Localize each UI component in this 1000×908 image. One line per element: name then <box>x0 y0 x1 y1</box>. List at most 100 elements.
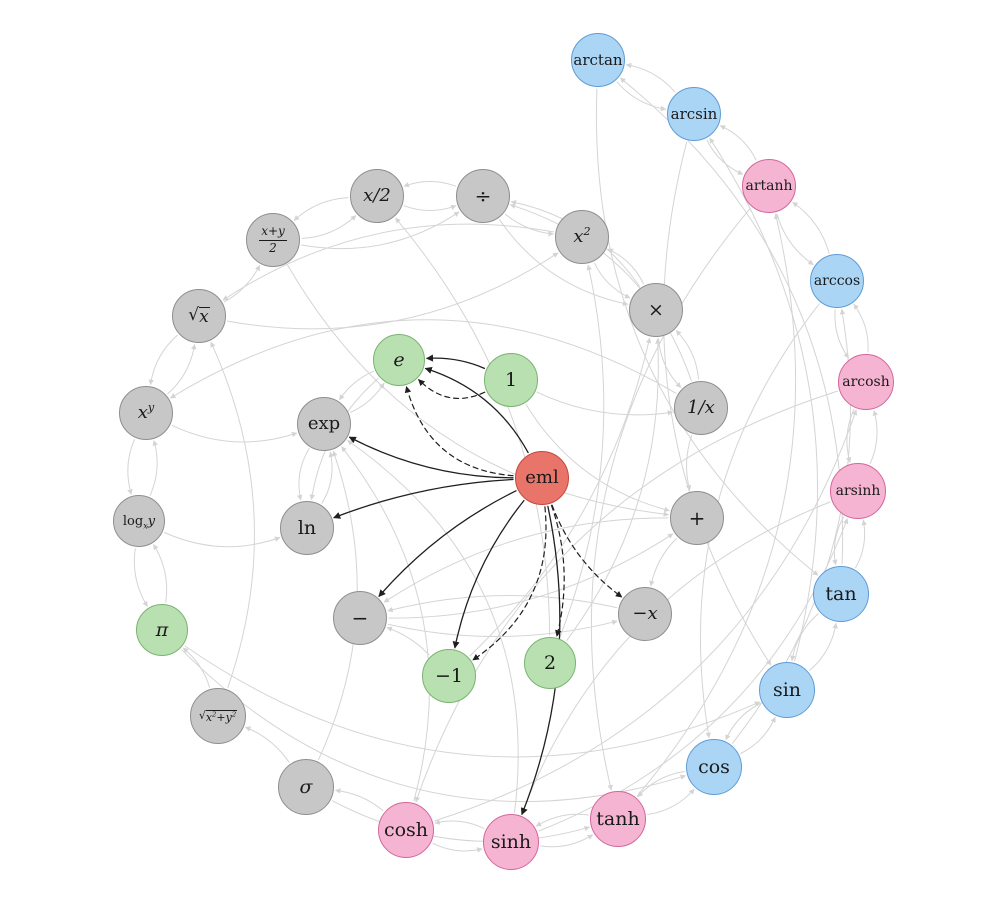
node-label-times: × <box>648 298 664 321</box>
edge-exp-ln <box>297 448 310 501</box>
node-one[interactable]: 1 <box>484 353 538 407</box>
node-tanh[interactable]: tanh <box>590 791 646 847</box>
edge-xy-sqrtx <box>167 343 197 395</box>
edge-negx-minus <box>387 595 618 613</box>
edge-pi-sin <box>184 645 761 758</box>
node-xy[interactable]: xy <box>119 386 173 440</box>
edge-tan-sin <box>790 613 819 662</box>
node-sin[interactable]: sin <box>759 662 815 718</box>
edge-neg1-minus <box>386 626 430 656</box>
node-cosh[interactable]: cosh <box>378 802 434 858</box>
node-inv[interactable]: 1/x <box>674 381 728 435</box>
node-label-div: ÷ <box>474 184 492 208</box>
edge-tanh-sinh <box>535 813 589 827</box>
node-sq[interactable]: x2 <box>555 210 609 264</box>
edge-arccos-artanh <box>792 202 830 254</box>
edge-xy-exp <box>171 424 298 443</box>
node-neg1[interactable]: −1 <box>422 649 476 703</box>
node-cos[interactable]: cos <box>686 739 742 795</box>
node-two[interactable]: 2 <box>524 637 576 689</box>
edge-inv-xy <box>169 319 677 399</box>
node-log[interactable]: logxy <box>113 495 165 547</box>
edge-arctan-arcsin <box>616 81 667 112</box>
edge-eml-ln <box>333 478 514 519</box>
edge-one-e <box>418 379 486 399</box>
edge-div-half <box>403 181 457 188</box>
edge-ln-exp <box>321 451 334 504</box>
edge-sqrtx-avg <box>223 264 261 303</box>
node-label-pi: π <box>155 618 169 641</box>
edge-sqrtx-xy <box>148 334 178 386</box>
node-arcsin[interactable]: arcsin <box>667 87 721 141</box>
node-eml[interactable]: eml <box>515 451 569 505</box>
node-exp[interactable]: exp <box>297 397 351 451</box>
node-label-sinh: sinh <box>490 830 532 853</box>
node-arsinh[interactable]: arsinh <box>830 463 886 519</box>
edge-cosh-arcosh <box>434 409 858 822</box>
node-label-arsinh: arsinh <box>835 483 881 499</box>
node-label-sq: x2 <box>573 225 591 247</box>
edge-arsinh-arcosh <box>869 410 878 465</box>
node-label-sqrtx: √x <box>188 304 210 327</box>
edge-div-times <box>499 219 629 306</box>
edge-cosh-sigma <box>334 788 384 812</box>
node-e[interactable]: e <box>373 334 425 386</box>
edge-sin-tan <box>809 622 838 671</box>
edge-log-xy <box>149 440 158 496</box>
node-label-arctan: arctan <box>573 50 623 69</box>
node-label-half: x/2 <box>363 185 391 206</box>
node-label-log: logxy <box>122 513 156 531</box>
node-label-exp: exp <box>307 413 341 434</box>
edge-arcsin-artanh <box>706 139 744 175</box>
node-artanh[interactable]: artanh <box>742 159 796 213</box>
node-pi[interactable]: π <box>136 604 188 656</box>
node-sqrtx[interactable]: √x <box>172 289 226 343</box>
node-label-ln: ln <box>297 516 317 539</box>
node-negx[interactable]: −x <box>618 587 672 641</box>
edge-eml-e <box>404 386 514 477</box>
node-times[interactable]: × <box>629 283 683 337</box>
node-minus[interactable]: − <box>333 591 387 645</box>
node-sqrt2[interactable]: √x2+y2 <box>190 688 246 744</box>
edge-avg-plus <box>287 264 670 517</box>
edge-eml-neg1 <box>472 506 547 661</box>
edge-cosh-exp <box>341 446 430 802</box>
node-label-cos: cos <box>698 755 730 778</box>
node-label-e: e <box>393 348 405 371</box>
node-label-one: 1 <box>504 368 518 391</box>
node-label-arcsin: arcsin <box>670 104 718 123</box>
edge-eml-negx <box>551 504 623 598</box>
node-arcosh[interactable]: arcosh <box>838 354 894 410</box>
node-label-eml: eml <box>525 467 559 488</box>
node-tan[interactable]: tan <box>813 566 869 622</box>
edge-arccos-arcosh <box>834 309 849 359</box>
node-div[interactable]: ÷ <box>456 169 510 223</box>
node-sinh[interactable]: sinh <box>483 814 539 870</box>
edge-one-e <box>425 354 486 370</box>
edge-neg1-times <box>469 337 652 657</box>
edge-arcosh-cosh <box>414 390 838 803</box>
edge-tan-arsinh <box>855 519 867 569</box>
edge-sq-sqrtx <box>222 223 554 301</box>
node-label-negx: −x <box>632 603 658 624</box>
edge-two-half <box>395 217 551 636</box>
edge-sq-times <box>594 262 631 299</box>
node-ln[interactable]: ln <box>280 501 334 555</box>
edge-exp-e <box>350 382 385 413</box>
edge-cos-tanh <box>637 771 685 798</box>
node-arccos[interactable]: arccos <box>810 254 864 308</box>
node-half[interactable]: x/2 <box>350 169 404 223</box>
edge-inv-times <box>675 330 699 380</box>
node-arctan[interactable]: arctan <box>571 33 625 87</box>
edge-arctan-tan <box>595 88 819 576</box>
edge-eml-neg1 <box>452 499 525 649</box>
edge-cos-sin <box>740 716 776 754</box>
radical-symbol: √ <box>188 304 200 325</box>
edge-inv-div <box>509 203 692 382</box>
node-plus[interactable]: + <box>670 491 724 545</box>
edge-one-inv <box>536 391 674 416</box>
node-sigma[interactable]: σ <box>278 759 334 815</box>
node-label-two: 2 <box>543 651 557 674</box>
